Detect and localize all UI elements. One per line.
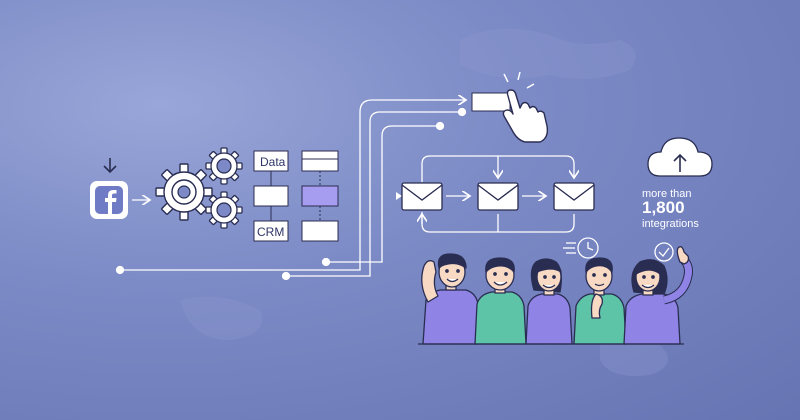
connector-line-6 <box>326 196 383 263</box>
target-node-top <box>301 150 339 172</box>
target-node-active <box>301 185 339 207</box>
facebook-icon <box>90 181 128 219</box>
gear-icon-large <box>155 163 213 221</box>
data-mapping-panel <box>253 150 339 242</box>
world-map-background <box>180 28 668 376</box>
connector-line-3 <box>381 125 440 196</box>
hand-pointer-icon <box>502 89 549 143</box>
clock-icon <box>563 237 599 259</box>
crm-node-label: CRM <box>257 225 285 239</box>
click-burst <box>503 71 535 89</box>
integrations-count: 1,800 <box>642 198 685 217</box>
envelope-icon-1 <box>401 182 443 211</box>
arrow-down-icon <box>103 158 117 174</box>
middle-node-left <box>253 185 289 207</box>
email-loop-arrows <box>422 155 574 233</box>
connector-to-click <box>359 100 466 196</box>
connector-line-4 <box>120 196 361 271</box>
gear-icon-bottom <box>205 191 243 229</box>
person-3 <box>525 258 573 345</box>
gear-icon-top <box>205 147 243 185</box>
connector-line-2 <box>369 111 462 196</box>
integrations-label: integrations <box>642 218 699 230</box>
integrations-prefix: more than <box>642 188 692 200</box>
team-illustration <box>418 246 693 345</box>
person-4 <box>573 257 627 345</box>
envelope-icon-3 <box>553 182 595 211</box>
target-node-bottom <box>301 220 339 242</box>
click-target-button <box>471 92 511 112</box>
check-clock-icon <box>654 242 674 262</box>
data-node-label: Data <box>260 155 286 169</box>
connector-line-5 <box>286 196 371 277</box>
person-5 <box>623 246 693 345</box>
person-1 <box>421 253 479 345</box>
person-2 <box>474 257 527 345</box>
connector-lines <box>115 100 467 281</box>
cloud-upload-icon <box>647 137 713 177</box>
data-flow-arrowhead <box>396 192 402 200</box>
envelope-icon-2 <box>477 182 519 211</box>
